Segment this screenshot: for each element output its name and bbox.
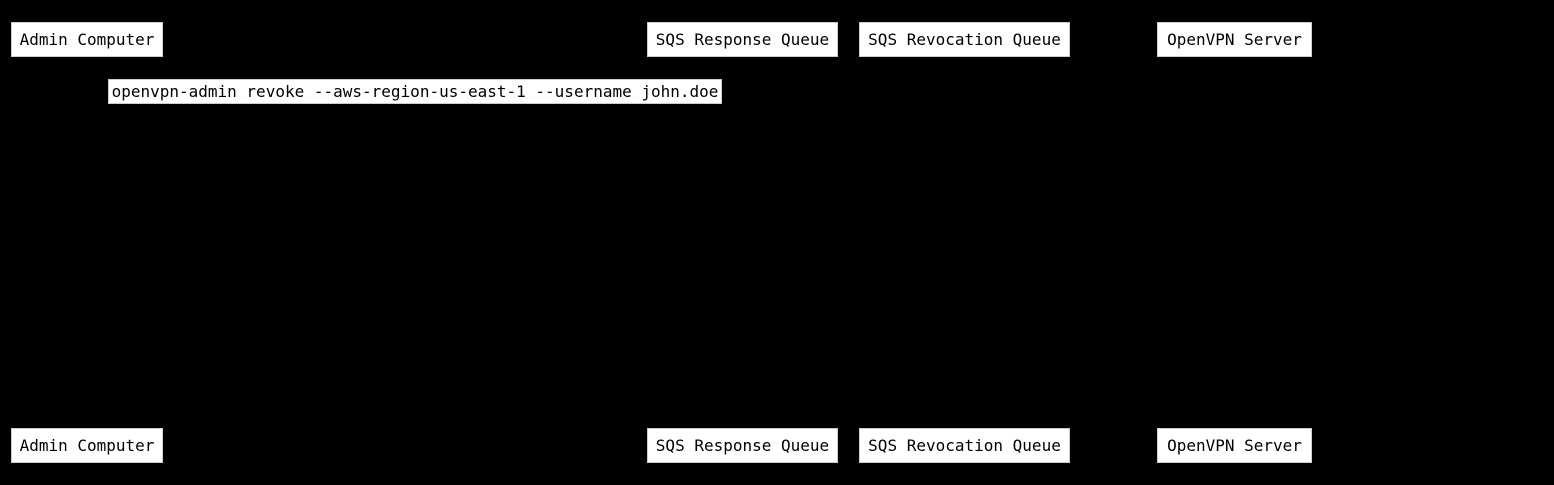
- lifeline-sqs-revocation-queue: [964, 57, 965, 428]
- actor-box-admin-computer-top: Admin Computer: [11, 22, 163, 57]
- actor-box-sqs-revocation-queue-top: SQS Revocation Queue: [859, 22, 1070, 57]
- lifeline-openvpn-server: [1234, 57, 1235, 428]
- actor-box-admin-computer-bottom: Admin Computer: [11, 428, 163, 463]
- actor-box-sqs-response-queue-bottom: SQS Response Queue: [647, 428, 838, 463]
- actor-box-sqs-revocation-queue-bottom: SQS Revocation Queue: [859, 428, 1070, 463]
- message-arrow: [86, 110, 964, 111]
- lifeline-sqs-response-queue: [742, 57, 743, 428]
- actor-box-openvpn-server-bottom: OpenVPN Server: [1157, 428, 1312, 463]
- lifeline-admin-computer: [86, 57, 87, 428]
- actor-box-sqs-response-queue-top: SQS Response Queue: [647, 22, 838, 57]
- actor-box-openvpn-server-top: OpenVPN Server: [1157, 22, 1312, 57]
- message-label-revoke-command: openvpn-admin revoke --aws-region-us-eas…: [108, 79, 722, 104]
